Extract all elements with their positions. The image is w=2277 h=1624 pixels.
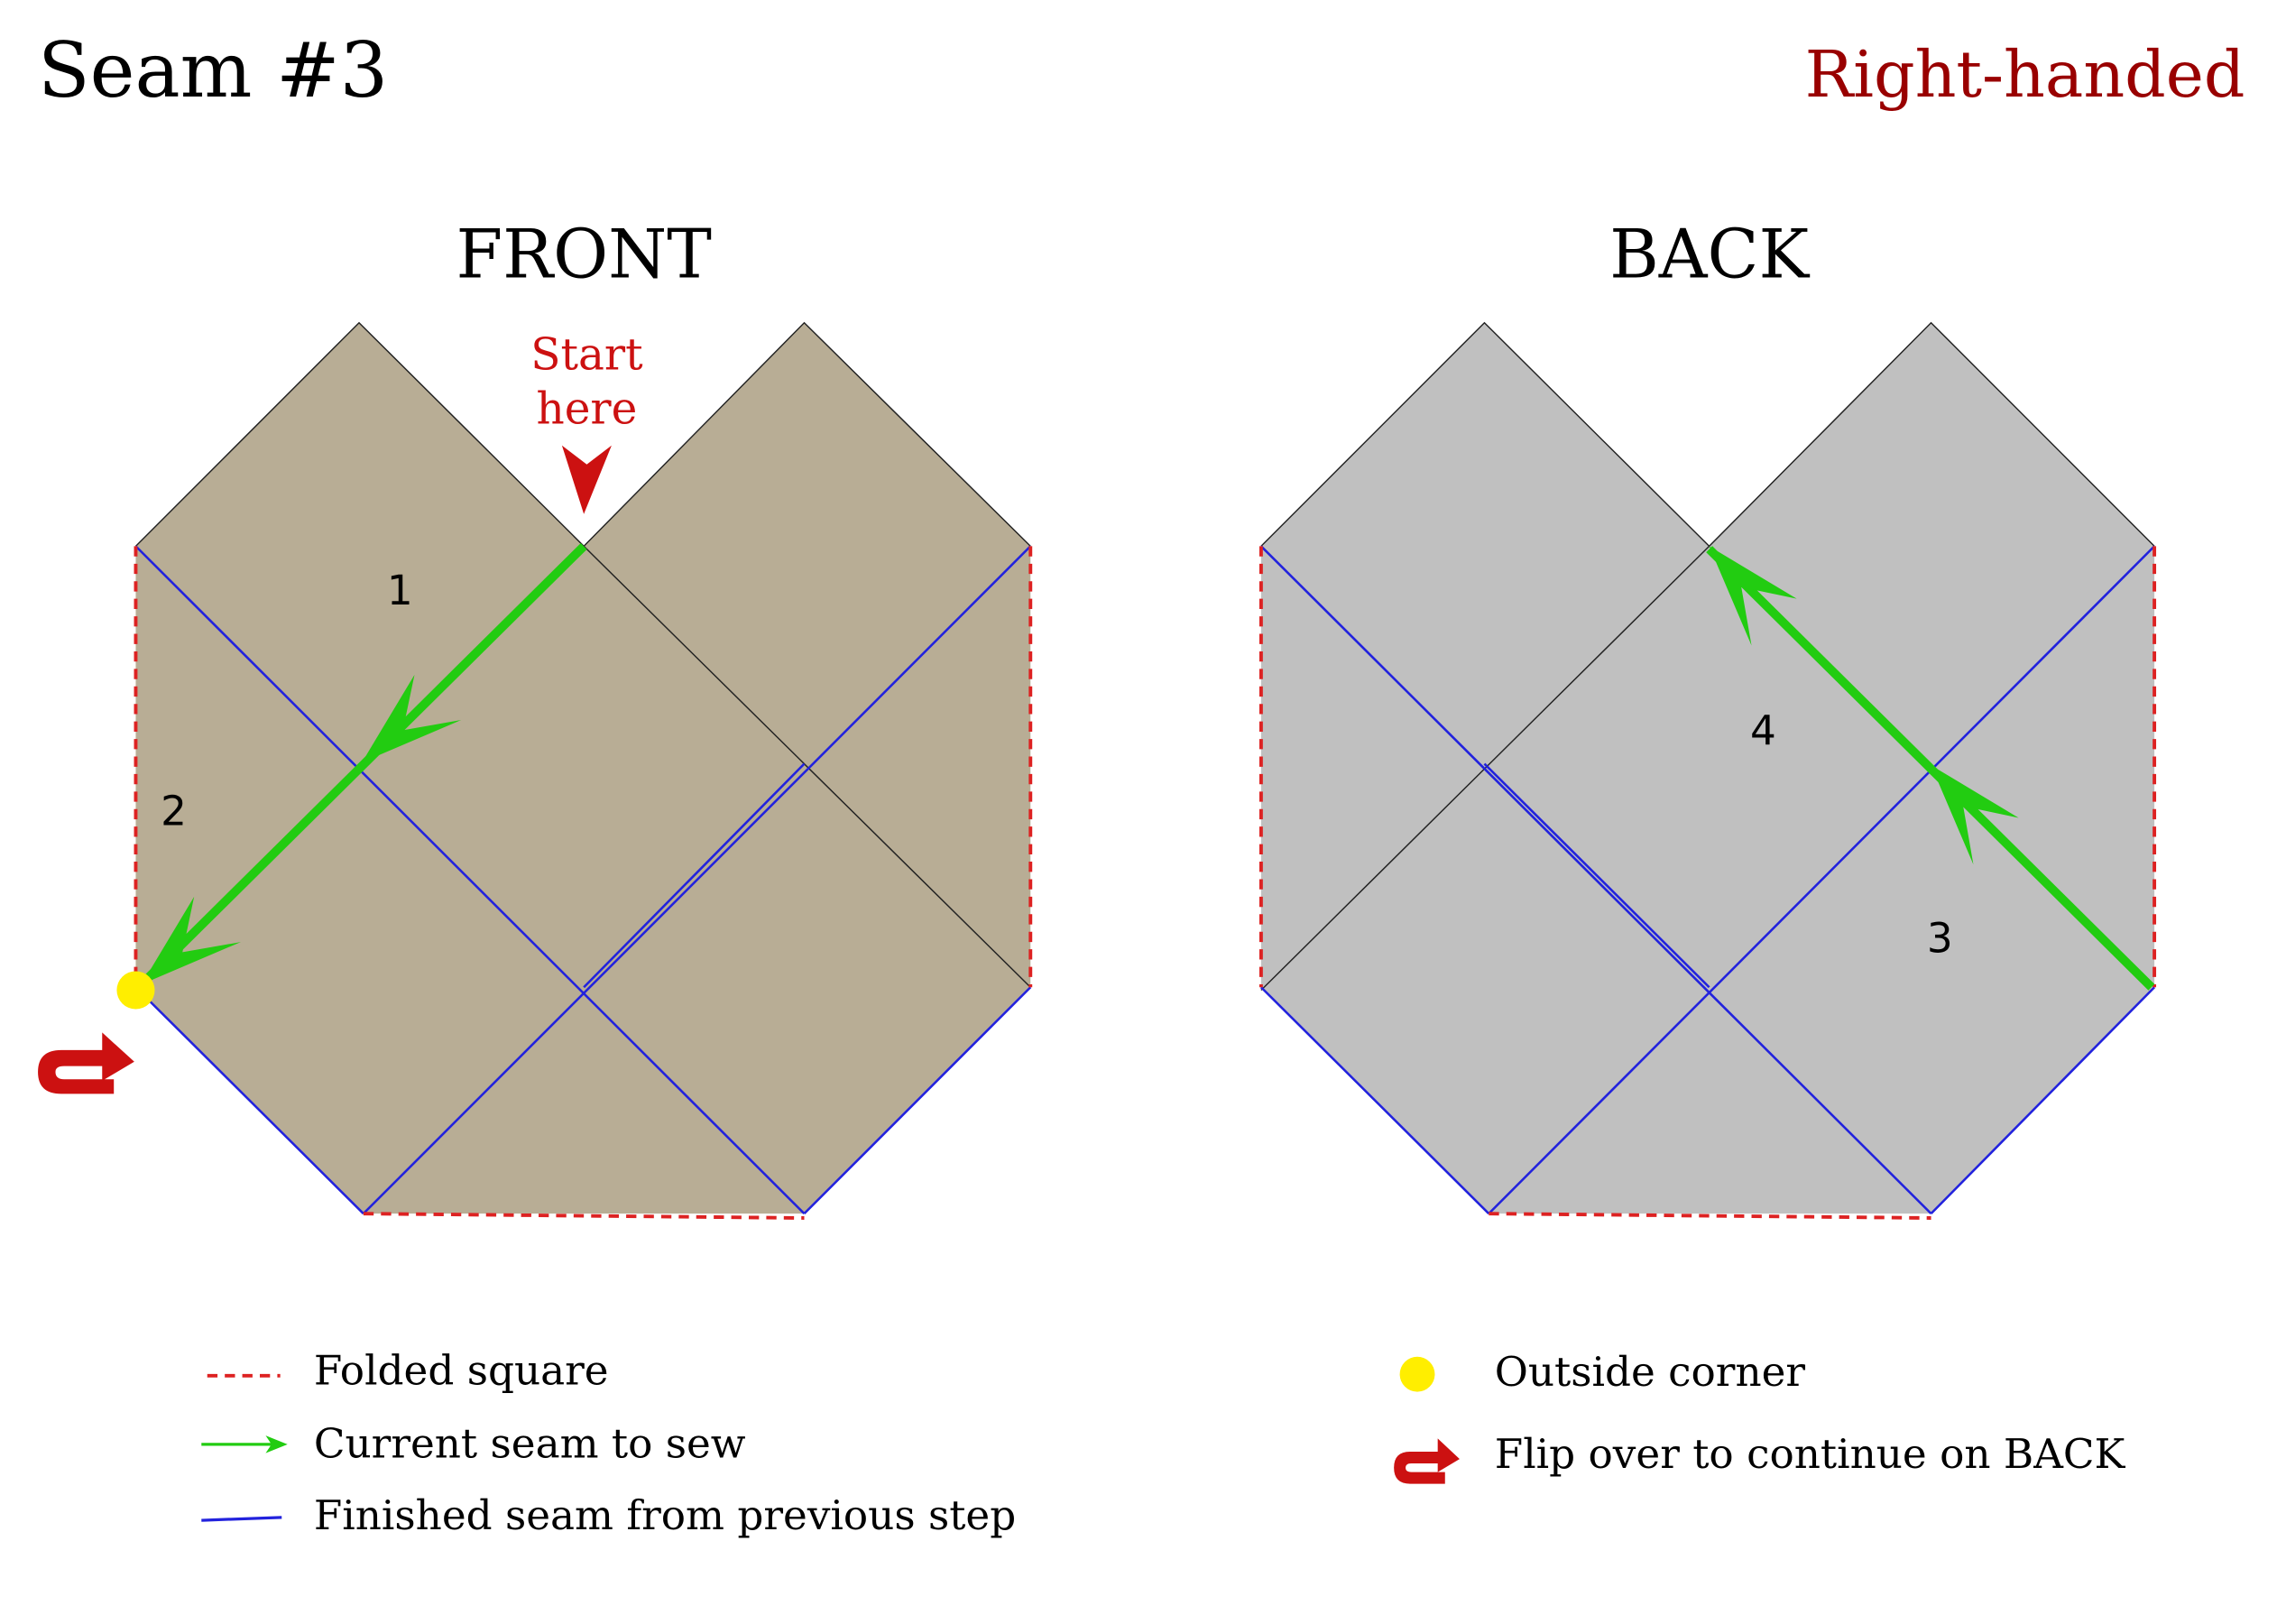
page-title: Seam #3 — [38, 26, 388, 115]
back-panel-title: BACK — [1609, 216, 1810, 294]
front-panel-title: FRONT — [456, 216, 711, 294]
seam-arrow-icon — [141, 896, 241, 985]
legend-label-folded: Folded square — [314, 1347, 609, 1395]
flip-arrow-legend-icon — [1394, 1438, 1460, 1484]
front-fabric — [135, 322, 1031, 1214]
seam-arrow-icon — [1931, 765, 2019, 865]
legend-label-current: Current seam to sew — [314, 1419, 746, 1467]
legend-item-finished: Finished seam from previous step — [201, 1491, 1016, 1539]
step-number-4: 4 — [1750, 707, 1776, 755]
finished-swatch-icon — [201, 1516, 282, 1522]
start-arrow-icon — [561, 445, 612, 514]
legend-label-outside: Outside corner — [1495, 1348, 1806, 1396]
step-number-1: 1 — [387, 567, 413, 614]
outside-corner-legend-icon — [1399, 1356, 1435, 1392]
legend-item-current: Current seam to sew — [201, 1419, 746, 1467]
current-arrowhead-icon — [265, 1435, 288, 1453]
seam-arrow-icon — [1709, 546, 1797, 646]
front-folded-edges — [134, 546, 1033, 1220]
legend: Folded square Current seam to sew Finish… — [201, 1347, 2126, 1539]
step-number-2: 2 — [161, 788, 187, 835]
handedness-label: Right-handed — [1805, 37, 2245, 112]
front-panel: Start here 1 2 — [38, 321, 1033, 1220]
flip-arrow-icon — [38, 1032, 134, 1094]
legend-item-outside: Outside corner — [1399, 1348, 1806, 1396]
front-inner-seams — [583, 762, 806, 989]
back-folded-edges — [1258, 546, 2157, 1220]
legend-item-flip: Flip over to continue on BACK — [1394, 1430, 2126, 1484]
front-finished-seams — [134, 545, 1032, 1215]
front-fold-line — [583, 545, 1031, 988]
legend-label-flip: Flip over to continue on BACK — [1495, 1430, 2126, 1478]
start-label-line1: Start — [530, 330, 643, 381]
back-fabric — [1260, 322, 2155, 1214]
step-number-3: 3 — [1927, 914, 1953, 962]
back-panel: 4 3 — [1258, 321, 2157, 1220]
front-current-seam — [138, 542, 587, 988]
legend-item-folded: Folded square — [207, 1347, 609, 1395]
seam-arrow-icon — [362, 674, 462, 762]
legend-label-finished: Finished seam from previous step — [314, 1491, 1016, 1539]
back-current-seam — [1706, 546, 2155, 991]
back-finished-seams — [1259, 545, 2156, 1215]
outside-corner-icon — [116, 971, 155, 1010]
start-label-line2: here — [536, 383, 637, 434]
